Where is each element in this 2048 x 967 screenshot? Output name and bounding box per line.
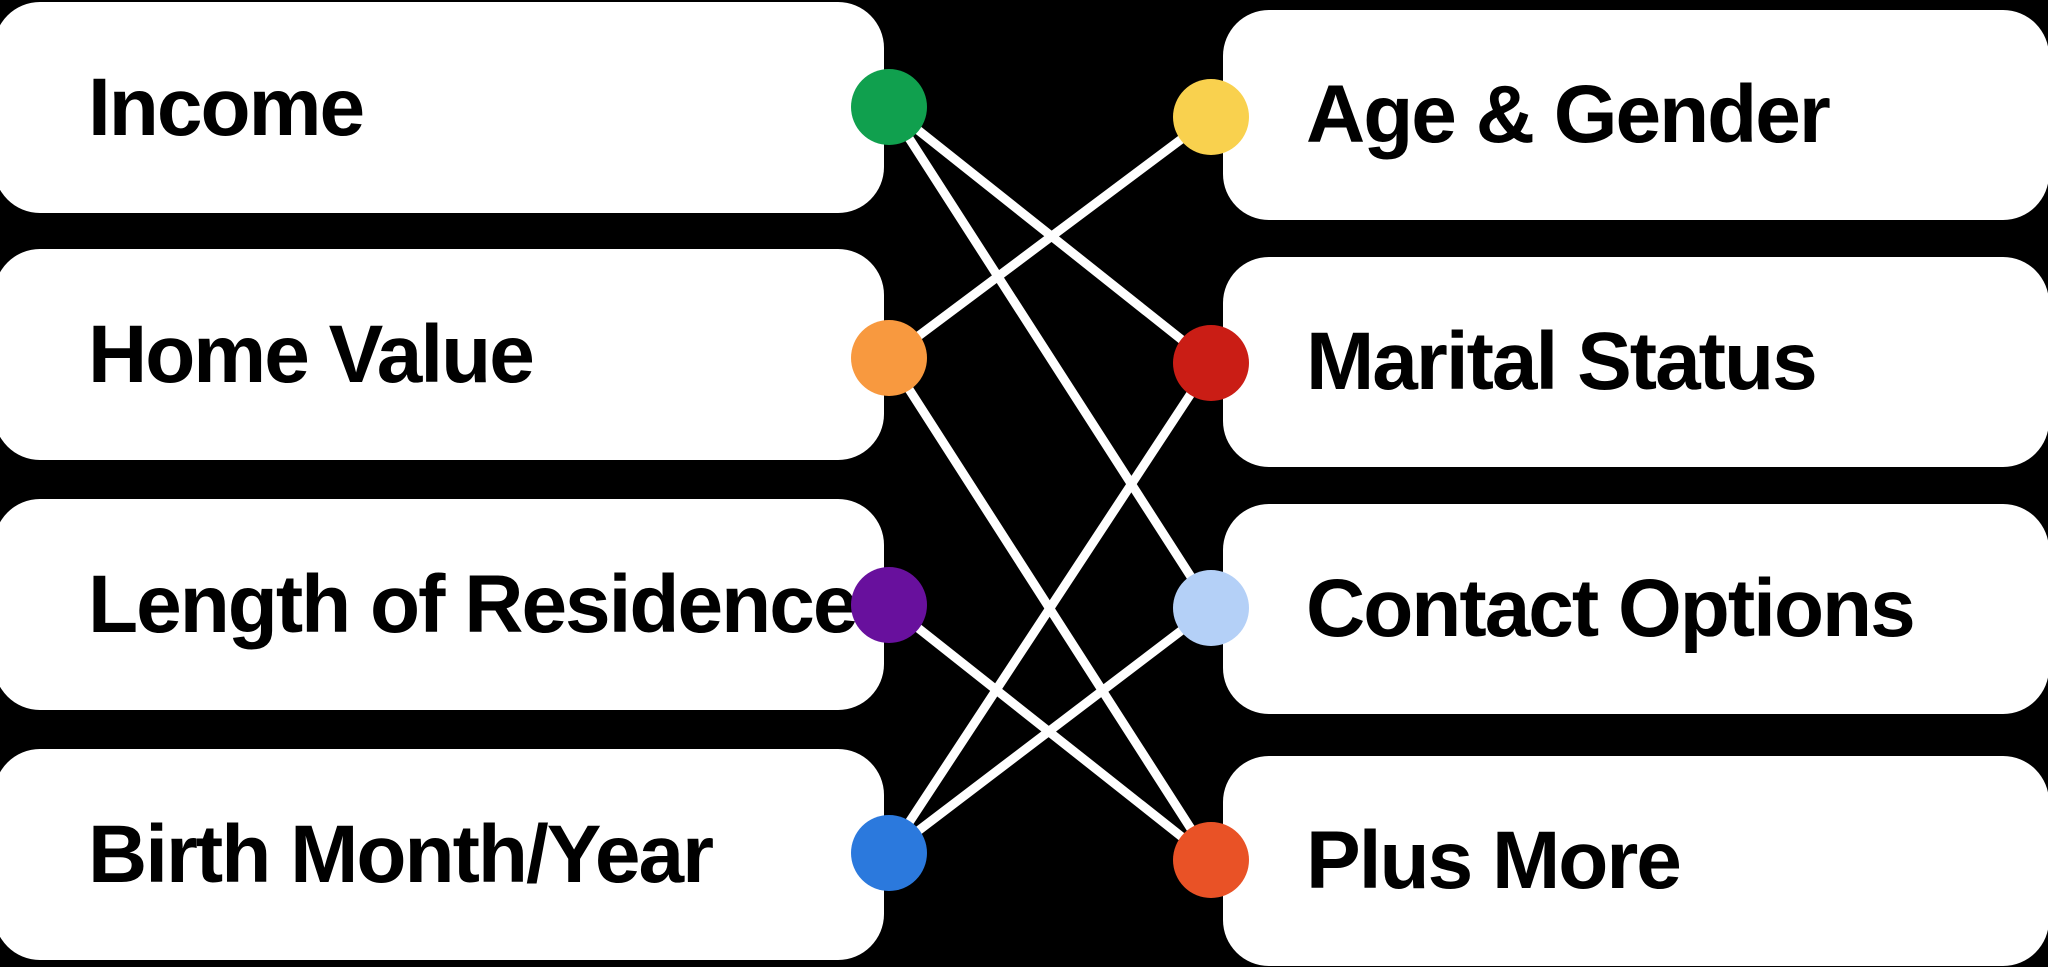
home-value-node-dot bbox=[851, 320, 927, 396]
card-contact-options-label: Contact Options bbox=[1306, 563, 1916, 654]
card-home-value: Home Value bbox=[0, 249, 884, 460]
card-contact-options: Contact Options bbox=[1223, 504, 2048, 714]
card-birth-month-year: Birth Month/Year bbox=[0, 749, 884, 960]
plus-more-node-dot bbox=[1173, 822, 1249, 898]
marital-status-node-dot bbox=[1173, 325, 1249, 401]
card-income: Income bbox=[0, 2, 884, 213]
card-plus-more-label: Plus More bbox=[1306, 815, 1682, 906]
card-age-gender-label: Age & Gender bbox=[1306, 69, 1831, 160]
birth-month-year-node-dot bbox=[851, 815, 927, 891]
connection-home-value-age-gender bbox=[886, 113, 1214, 362]
card-income-label: Income bbox=[88, 61, 365, 153]
card-birth-month-year-label: Birth Month/Year bbox=[88, 808, 714, 900]
connection-income-marital-status bbox=[886, 103, 1214, 367]
card-plus-more: Plus More bbox=[1223, 756, 2048, 966]
connection-birth-month-year-marital-status bbox=[885, 360, 1215, 856]
card-length-of-residence-label: Length of Residence bbox=[88, 558, 858, 650]
card-age-gender: Age & Gender bbox=[1223, 10, 2048, 220]
connection-length-of-residence-plus-more bbox=[886, 601, 1214, 864]
contact-options-node-dot bbox=[1173, 570, 1249, 646]
income-node-dot bbox=[851, 69, 927, 145]
card-length-of-residence: Length of Residence bbox=[0, 499, 884, 710]
length-of-residence-node-dot bbox=[851, 567, 927, 643]
connection-home-value-plus-more bbox=[885, 355, 1215, 863]
connection-income-contact-options bbox=[885, 104, 1215, 611]
card-marital-status: Marital Status bbox=[1223, 257, 2048, 467]
age-gender-node-dot bbox=[1173, 79, 1249, 155]
card-home-value-label: Home Value bbox=[88, 308, 535, 400]
card-marital-status-label: Marital Status bbox=[1306, 316, 1818, 407]
connection-birth-month-year-contact-options bbox=[886, 604, 1214, 857]
